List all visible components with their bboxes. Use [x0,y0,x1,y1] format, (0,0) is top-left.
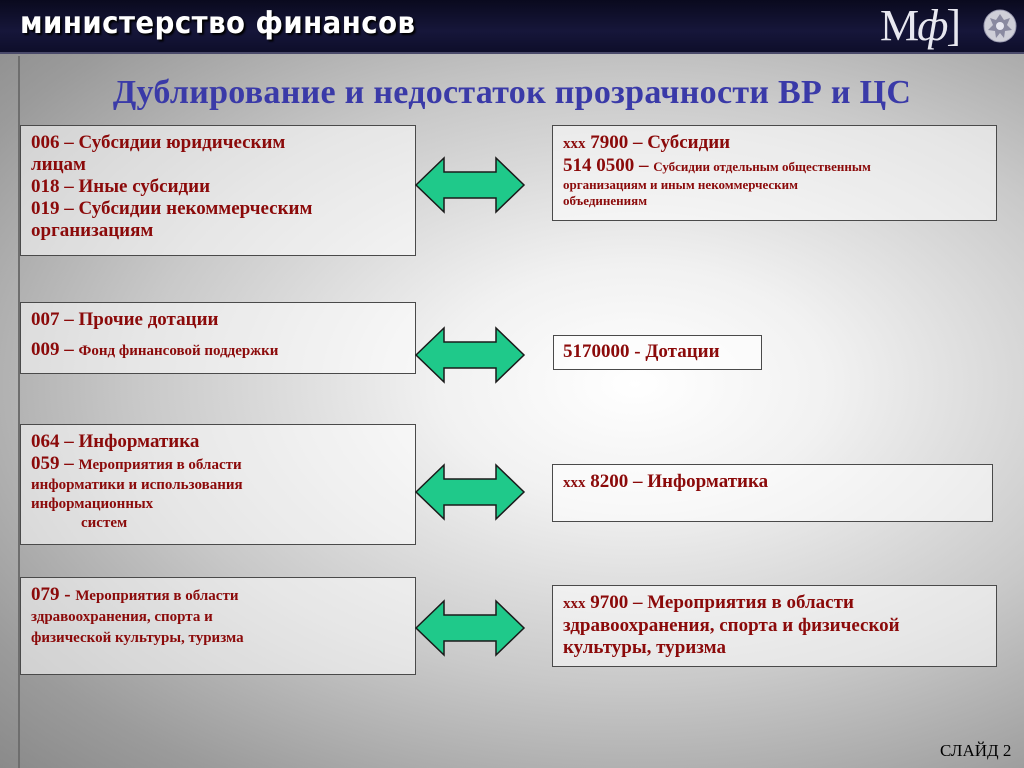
left-box-subsidies-other: 007 – Прочие дотации 009 – Фонд финансов… [20,302,416,374]
right-box-informatics: ххх 8200 – Информатика [552,464,993,522]
left-box-healthcare: 079 - Мероприятия в области здравоохране… [20,577,416,675]
double-arrow-icon [414,326,526,384]
slide-number: СЛАЙД 2 [940,741,1012,760]
double-arrow-icon [414,599,526,657]
left-box-subsidies: 006 – Субсидии юридическим лицам 018 – И… [20,125,416,256]
ministry-logo: Мф] [880,1,961,50]
double-arrow-icon [414,156,526,214]
double-arrow-icon [414,463,526,521]
left-box-informatics: 064 – Информатика 059 – Мероприятия в об… [20,424,416,545]
left-rule [18,56,20,768]
coat-of-arms-icon [982,6,1018,46]
page-title: Дублирование и недостаток прозрачности В… [112,74,912,111]
ministry-name: министерство финансов [20,6,416,41]
right-box-healthcare: ххх 9700 – Мероприятия в области здравоо… [552,585,997,667]
header-bar [0,0,1024,52]
right-box-dotations: 5170000 - Дотации [553,335,762,370]
header-divider [0,52,1024,54]
right-box-subsidies: ххх 7900 – Субсидии 514 0500 – Субсидии … [552,125,997,221]
